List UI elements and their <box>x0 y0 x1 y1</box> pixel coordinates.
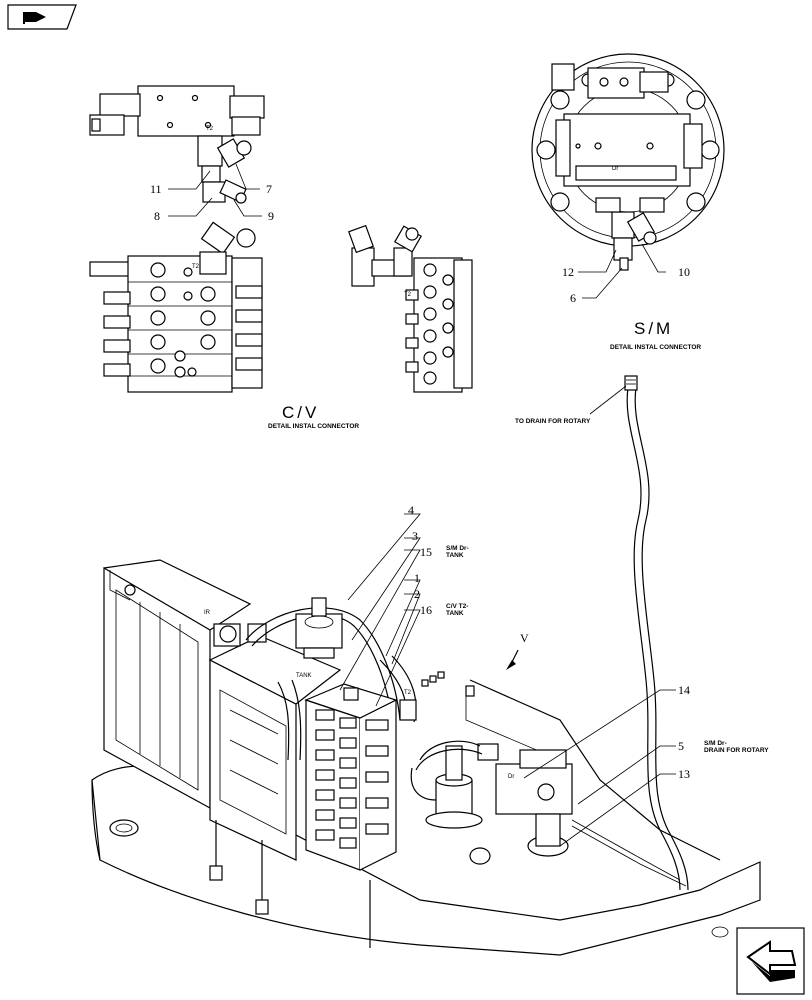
ir-label: IR <box>204 610 211 616</box>
callout-1: 1 <box>414 571 420 585</box>
callout-9: 9 <box>268 209 274 223</box>
flag-icon[interactable] <box>7 4 77 30</box>
cv-t2-tank-label-1: C/V T2- <box>446 603 468 610</box>
sm-dr-tank-label-1: S/M Dr- <box>446 545 469 552</box>
main-assembly: TANK T2 Dr IR <box>91 513 761 956</box>
sm-dr-rotary-label-1: S/M Dr- <box>704 740 727 747</box>
callout-5: 5 <box>678 739 684 753</box>
callout-6: 6 <box>570 291 576 305</box>
callout-16: 16 <box>420 603 432 617</box>
cv-control-valve-left: T2 <box>89 221 263 393</box>
sm-dr-tank-label-2: TANK <box>446 552 464 559</box>
callout-7: 7 <box>266 182 272 196</box>
cv-t2-label: T2 <box>206 126 214 132</box>
main-t2-label: T2 <box>404 690 412 696</box>
cv-detail-caption: DETAIL INSTAL CONNECTOR <box>268 423 359 430</box>
to-drain-label: TO DRAIN FOR ROTARY <box>515 418 591 425</box>
return-arrow-icon[interactable] <box>736 927 805 995</box>
sm-swing-motor-detail: Dr <box>531 53 725 299</box>
sm-title: S/M <box>634 319 673 338</box>
cv-t2-c-label: T2 <box>404 292 412 298</box>
callout-3: 3 <box>412 529 418 543</box>
callout-13: 13 <box>678 767 690 781</box>
callout-4: 4 <box>408 503 414 517</box>
sm-dr-label: Dr <box>612 166 618 172</box>
view-v-label: V <box>520 631 529 645</box>
cv-t2-tank-label-2: TANK <box>446 610 464 617</box>
sm-dr-rotary-label-2: DRAIN FOR ROTARY <box>704 747 769 754</box>
callout-15: 15 <box>420 545 432 559</box>
callout-2: 2 <box>414 587 420 601</box>
cv-control-valve-right: T2 <box>348 224 473 393</box>
cv-title: C/V <box>282 403 319 422</box>
main-dr-label: Dr <box>508 774 514 780</box>
callout-10: 10 <box>678 265 690 279</box>
callout-14: 14 <box>678 683 690 697</box>
callout-12: 12 <box>562 265 574 279</box>
cv-upper-valve-detail: T2 <box>89 85 265 217</box>
sm-detail-caption: DETAIL INSTAL CONNECTOR <box>610 344 701 351</box>
callout-8: 8 <box>154 209 160 223</box>
cv-t2-b-label: T2 <box>192 264 200 270</box>
callout-11: 11 <box>150 182 162 196</box>
tank-label: TANK <box>296 673 312 679</box>
